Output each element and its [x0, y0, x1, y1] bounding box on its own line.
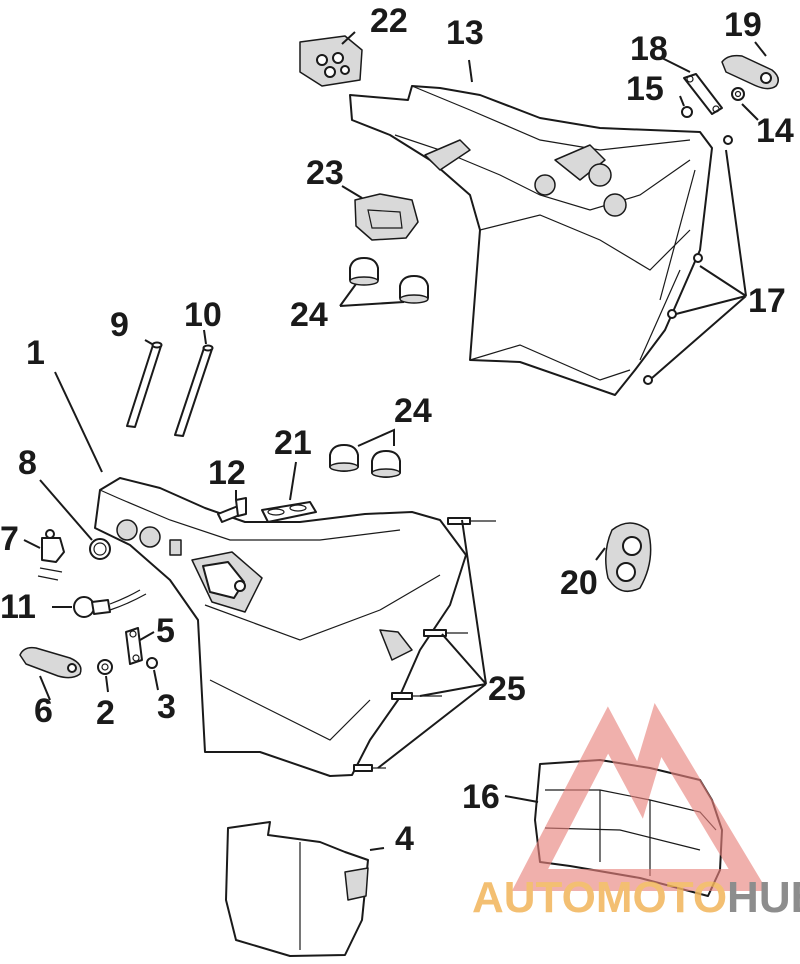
callout-10: 10	[184, 296, 222, 334]
watermark-text-hub: HUB	[727, 873, 800, 922]
callout-13: 13	[446, 14, 484, 52]
callout-20: 20	[560, 564, 598, 602]
part-24-grommets-upper	[349, 257, 429, 304]
callout-5: 5	[156, 612, 175, 650]
part-13-upper-cowl	[349, 85, 713, 396]
watermark-text-automoto: AUTOMOTO	[472, 873, 727, 922]
part-14-washer	[731, 87, 745, 101]
callout-22: 22	[370, 2, 408, 40]
callout-7: 7	[0, 520, 19, 558]
part-10-rod	[174, 344, 214, 437]
callout-19: 19	[724, 6, 762, 44]
callout-14: 14	[756, 112, 794, 150]
callout-numbers: 1 2 3 4 5 6 7 8 9 10 11 12 13 14 15 16 1…	[0, 2, 794, 858]
watermark-logo: AUTOMOTOHUB	[472, 702, 800, 922]
part-8-plug	[89, 538, 111, 560]
part-24-grommets-lower	[329, 444, 401, 478]
watermark-triangle	[511, 702, 768, 891]
part-1-lower-cowl	[94, 477, 467, 777]
part-15-screw	[681, 106, 693, 118]
callout-16: 16	[462, 778, 500, 816]
callout-21: 21	[274, 424, 312, 462]
part-18-link	[683, 73, 723, 115]
part-6-handle	[19, 646, 82, 679]
part-21-strip	[261, 501, 317, 523]
part-4-lower-panel	[225, 821, 369, 957]
callout-24-upper: 24	[290, 296, 328, 334]
part-12-fastener	[217, 497, 247, 523]
callout-8: 8	[18, 444, 37, 482]
part-19-handle	[721, 54, 779, 90]
callout-24-lower: 24	[394, 392, 432, 430]
callout-6: 6	[34, 692, 53, 730]
part-11-switch	[73, 589, 147, 618]
callout-1: 1	[26, 334, 45, 372]
callout-18: 18	[630, 30, 668, 68]
leader-lines	[23, 31, 767, 851]
part-25-bolts	[353, 517, 496, 772]
part-3-screw	[146, 657, 158, 669]
callout-15: 15	[626, 70, 664, 108]
callout-11: 11	[0, 588, 36, 626]
part-22-bracket	[299, 35, 363, 87]
callout-12: 12	[208, 454, 246, 492]
part-7-fitting	[37, 529, 65, 581]
part-5-link	[125, 627, 143, 665]
part-17-screws	[643, 135, 733, 385]
part-9-rod	[126, 341, 163, 428]
callout-2: 2	[96, 694, 115, 732]
callout-25: 25	[488, 670, 526, 708]
part-20-seal	[605, 522, 652, 593]
callout-23: 23	[306, 154, 344, 192]
part-23-latch	[354, 193, 419, 241]
svg-text:AUTOMOTOHUB: AUTOMOTOHUB	[472, 873, 800, 922]
callout-17: 17	[748, 282, 786, 320]
callout-9: 9	[110, 306, 129, 344]
part-2-washer	[97, 659, 113, 675]
callout-3: 3	[157, 688, 176, 726]
callout-4: 4	[395, 820, 414, 858]
